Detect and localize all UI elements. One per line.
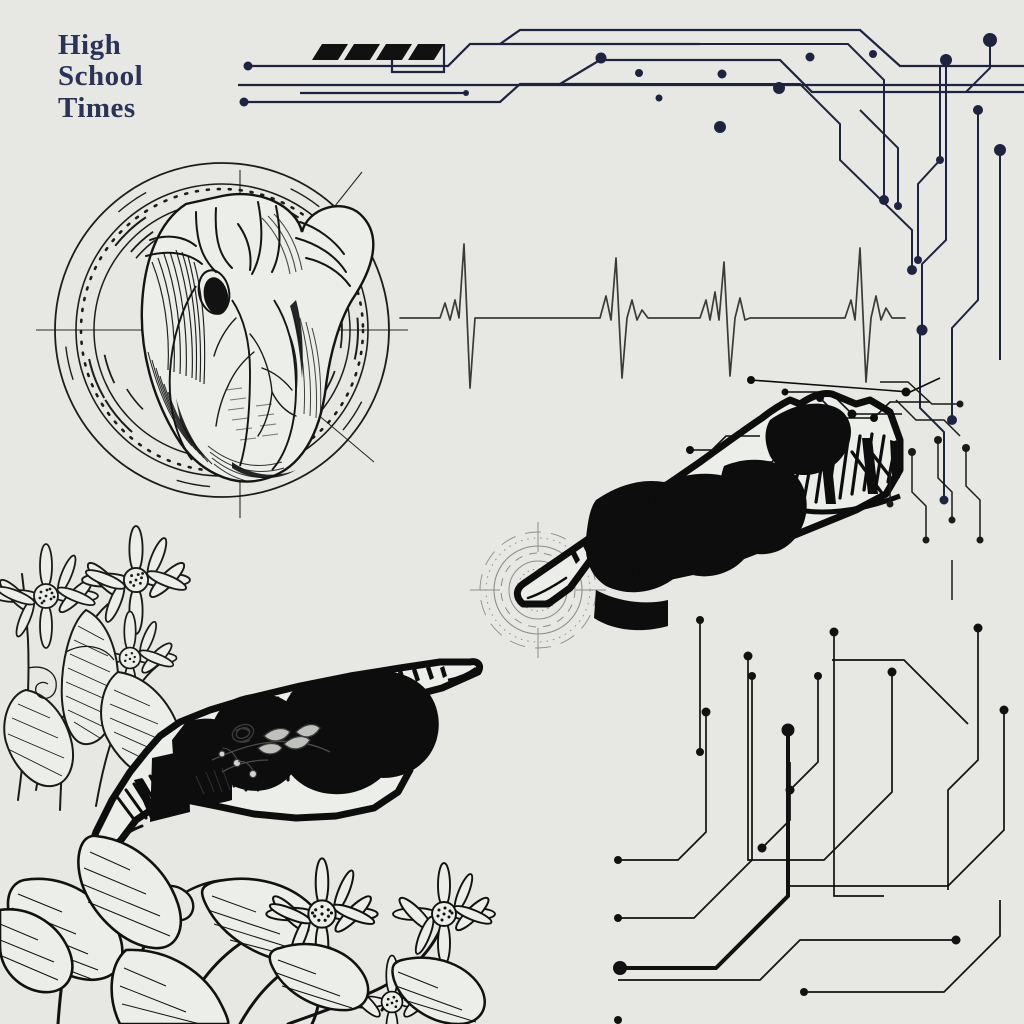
circuit-nodes-right <box>879 33 1006 505</box>
daisy <box>265 857 379 971</box>
leaf <box>268 942 370 1012</box>
masthead-line-3: Times <box>58 91 136 124</box>
masthead-line-2: School <box>58 60 144 93</box>
floral-tattoo <box>211 723 331 779</box>
heart-engraving <box>140 192 375 483</box>
daisy <box>0 543 99 649</box>
circuit-nodes-top <box>239 50 877 133</box>
leaf <box>110 948 230 1024</box>
masthead-title: High School Times <box>58 29 238 124</box>
leaf <box>77 834 183 950</box>
leaf <box>391 956 486 1024</box>
leaf <box>3 688 74 788</box>
daisy <box>392 862 496 966</box>
bar-marks <box>312 44 444 60</box>
hand-lower-body <box>84 658 484 866</box>
circuit-nodes-bottom-right <box>613 616 1009 1024</box>
masthead-line-1: High <box>58 29 122 61</box>
hand-upper-body <box>513 390 904 631</box>
leaf <box>0 908 74 994</box>
circuit-nodes-on-hand-upper <box>684 376 911 512</box>
daisy <box>81 525 191 635</box>
